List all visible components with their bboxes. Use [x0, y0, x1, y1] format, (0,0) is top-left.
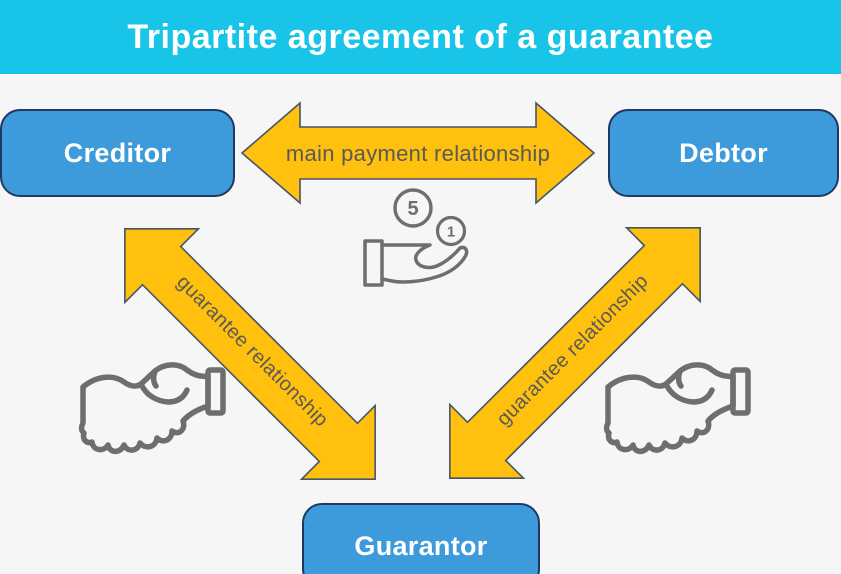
- node-debtor: Debtor: [608, 109, 839, 197]
- handshake-icon: [607, 365, 748, 452]
- coin-value-small: 1: [447, 224, 455, 241]
- node-creditor-label: Creditor: [63, 137, 172, 168]
- title-bar: Tripartite agreement of a guarantee: [0, 0, 841, 74]
- coins-in-hand-icon: 5 1: [363, 188, 469, 287]
- guarantee-arrow-right: [449, 227, 701, 479]
- node-guarantor-label: Guarantor: [354, 530, 488, 561]
- handshake-icon: [82, 365, 223, 452]
- guarantee-arrow-left: [124, 228, 376, 480]
- main-payment-label: main payment relationship: [285, 141, 551, 166]
- coin-value-large: 5: [407, 198, 418, 220]
- node-debtor-label: Debtor: [679, 137, 768, 168]
- node-guarantor: Guarantor: [302, 503, 540, 574]
- main-payment-arrow: [240, 101, 596, 205]
- node-creditor: Creditor: [0, 109, 235, 197]
- diagram-title: Tripartite agreement of a guarantee: [127, 17, 714, 56]
